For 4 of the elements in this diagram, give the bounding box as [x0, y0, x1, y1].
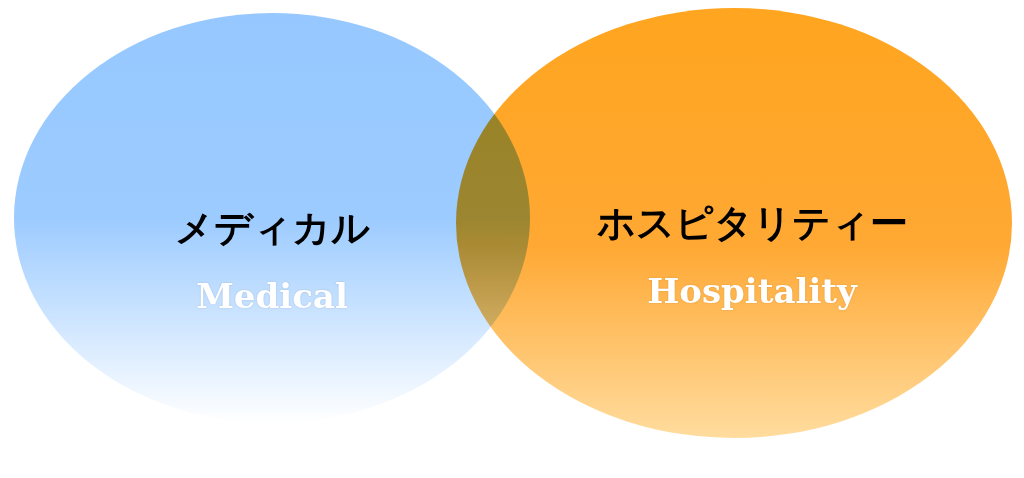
- category-heading: ホスピタリティー: [596, 200, 908, 247]
- category-subtitle: Medical: [196, 276, 348, 316]
- category-heading: メディカル: [174, 205, 370, 252]
- category-subtitle: Hospitality: [647, 271, 857, 311]
